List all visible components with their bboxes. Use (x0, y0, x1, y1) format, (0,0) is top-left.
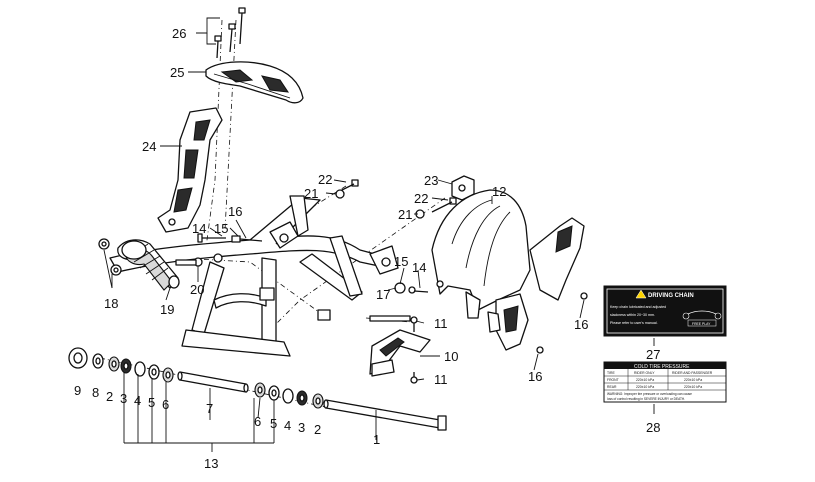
callout-23: 23 (424, 173, 438, 188)
tire-col-rider: RIDER ONLY (634, 371, 655, 375)
callout-12: 12 (492, 184, 506, 199)
part-8-seal (92, 353, 104, 369)
tire-col-tire: TIRE (607, 371, 615, 375)
part-19-shock-absorber (117, 239, 180, 291)
tire-front-passenger: 220±10 kPa (684, 378, 702, 382)
part-27-chain-label: DRIVING CHAIN Keep chain lubricated and … (603, 285, 727, 337)
callout-15b: 15 (394, 254, 408, 269)
part-9-washer (68, 347, 88, 369)
chain-slack-icon (687, 310, 717, 315)
callout-22b: 22 (414, 191, 428, 206)
callout-21a: 21 (304, 186, 318, 201)
callout-9: 9 (74, 383, 81, 398)
callout-numbers: 26 25 24 16 14 15 22 21 23 22 21 12 15 1… (74, 26, 660, 471)
part-12-rear-fender-hugger (431, 189, 588, 354)
tire-warning-line1: WARNING: Improper tire pressure or overl… (607, 392, 692, 396)
part-18-shock-nuts (98, 238, 122, 276)
swingarm-frame (109, 195, 399, 357)
callout-16b: 16 (574, 317, 588, 332)
chain-label-line2: slackness within 20~30 mm. (610, 313, 655, 317)
callout-26: 26 (172, 26, 186, 41)
callout-5b: 5 (270, 416, 277, 431)
chain-label-title: DRIVING CHAIN (648, 293, 694, 299)
tire-warning-line2: loss of control resulting in SEVERE INJU… (607, 397, 685, 401)
tire-row-rear: REAR (607, 385, 617, 389)
callout-11a: 11 (434, 316, 448, 331)
part-28-tire-pressure-label: COLD TIRE PRESSURE TIRE RIDER ONLY RIDER… (603, 361, 727, 403)
callout-6a: 6 (162, 397, 169, 412)
callout-22a: 22 (318, 172, 332, 187)
callout-10: 10 (444, 349, 458, 364)
chain-label-line3: Please refer to user's manual. (610, 321, 658, 325)
callout-leaders (103, 17, 655, 452)
part-10-chain-guide (369, 329, 431, 377)
part-25-rear-bracket-cover (205, 61, 304, 104)
callout-18: 18 (104, 296, 118, 311)
callout-6b: 6 (254, 414, 261, 429)
callout-2b: 2 (314, 422, 321, 437)
callout-17: 17 (376, 287, 390, 302)
callout-28: 28 (646, 420, 660, 435)
tire-row-front: FRONT (607, 378, 619, 382)
callout-11b: 11 (434, 372, 448, 387)
callout-3b: 3 (298, 420, 305, 435)
callout-1: 1 (373, 432, 380, 447)
tire-rear-passenger: 220±10 kPa (684, 385, 702, 389)
callout-2a: 2 (106, 389, 113, 404)
warning-triangle-icon (635, 289, 647, 299)
part-1-pivot-shaft (323, 399, 447, 431)
callout-25: 25 (170, 65, 184, 80)
callout-13: 13 (204, 456, 218, 471)
callout-16c: 16 (528, 369, 542, 384)
part-7-spacer-tube (177, 371, 249, 393)
callout-16a: 16 (228, 204, 242, 219)
callout-7: 7 (206, 401, 213, 416)
callout-19: 19 (160, 302, 174, 317)
callout-5a: 5 (148, 395, 155, 410)
callout-8: 8 (92, 385, 99, 400)
callout-24: 24 (142, 139, 156, 154)
tire-front-rider: 220±10 kPa (636, 378, 654, 382)
part-24-side-bracket (157, 107, 223, 233)
tire-col-passenger: RIDER AND PASSENGER (672, 371, 713, 375)
callout-4a: 4 (134, 393, 141, 408)
callout-14a: 14 (192, 221, 206, 236)
left-bearing-stack (108, 356, 174, 383)
callout-14b: 14 (412, 260, 426, 275)
tire-label-title: COLD TIRE PRESSURE (634, 364, 690, 370)
left-mount-hardware (175, 233, 263, 267)
callout-3a: 3 (120, 391, 127, 406)
chain-label-tag: FREE PLAY (692, 322, 711, 326)
callout-27: 27 (646, 347, 660, 362)
callout-20: 20 (190, 282, 204, 297)
tire-rear-rider: 220±10 kPa (636, 385, 654, 389)
callout-4b: 4 (284, 418, 291, 433)
right-mount-hardware (369, 282, 429, 322)
chain-label-line1: Keep chain lubricated and adjusted (610, 305, 666, 309)
callout-21b: 21 (398, 207, 412, 222)
part-26-bolts (214, 7, 246, 59)
part-11-screws (410, 316, 418, 384)
callout-15a: 15 (214, 221, 228, 236)
